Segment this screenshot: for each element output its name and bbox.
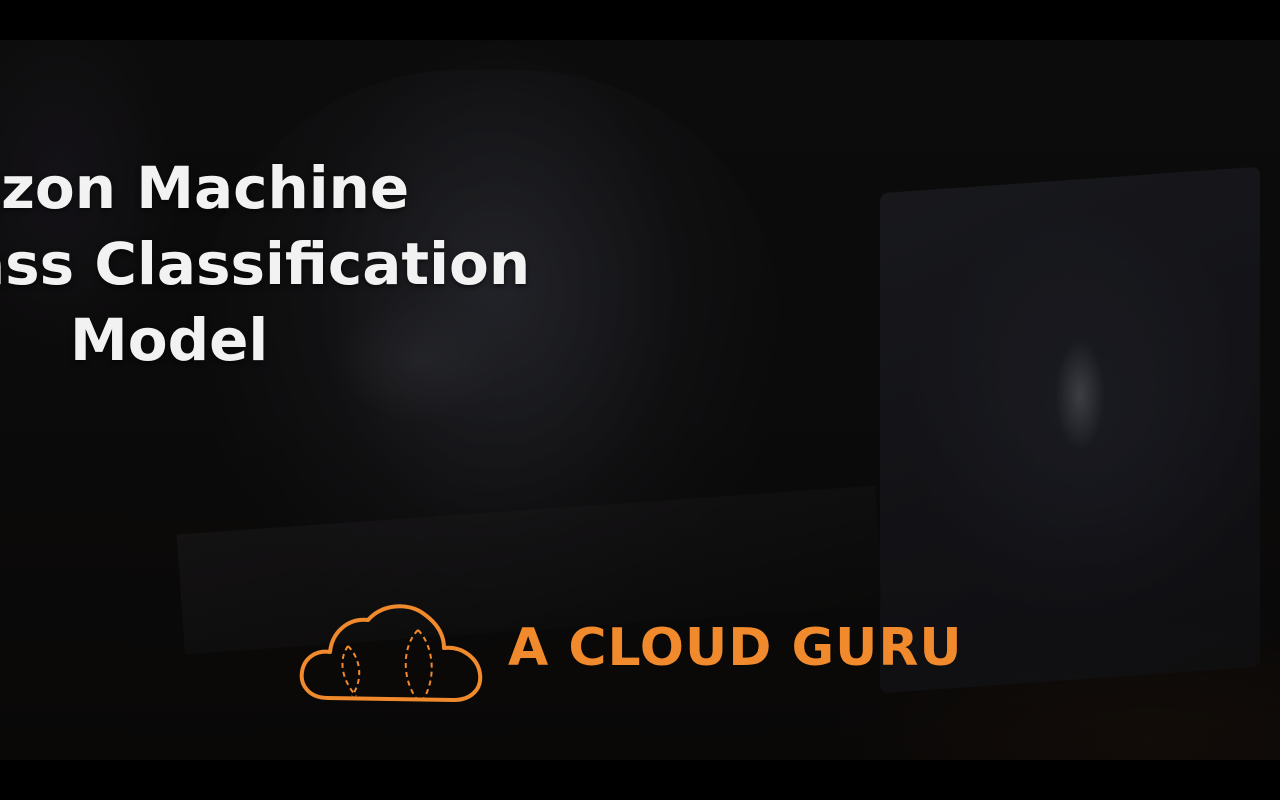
title-line-1: azon Machine [0,154,410,222]
letterbox-top [0,0,1280,40]
dim-overlay [0,40,1280,760]
brand-name: A CLOUD GURU [508,618,963,678]
letterbox-bottom [0,760,1280,800]
laptop-logo-glow [1055,340,1105,450]
video-frame-content: azon Machine ass Classification Model A … [0,40,1280,760]
video-title: azon Machine ass Classification Model [0,150,560,390]
title-line-3: Model [70,306,269,374]
cloud-icon [299,604,483,702]
brand-logo: A CLOUD GURU [298,600,998,710]
title-line-2: ass Classification [0,230,531,298]
